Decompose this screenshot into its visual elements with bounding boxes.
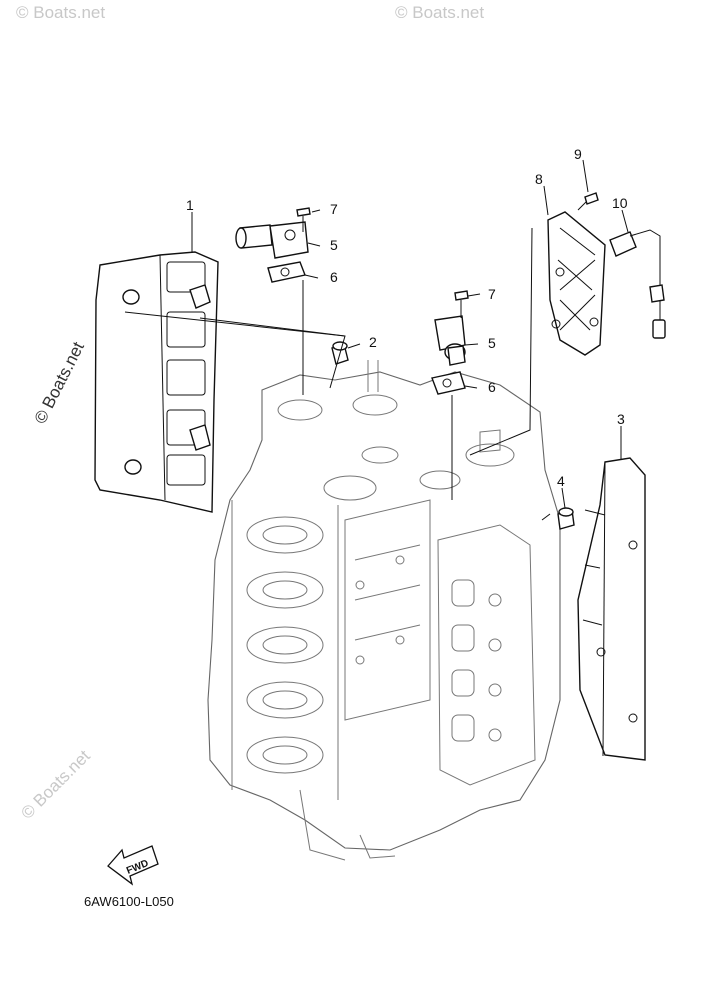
- part-1-cylinder-cover-left: [94, 251, 219, 513]
- callout-8: 8: [535, 171, 543, 187]
- fwd-arrow-icon: FWD: [107, 845, 159, 886]
- callout-5-lower: 5: [488, 335, 496, 351]
- watermark-main: © Boats.net: [31, 339, 88, 427]
- watermark-top-left: © Boats.net: [16, 3, 105, 22]
- callout-10: 10: [612, 195, 628, 211]
- callout-9: 9: [574, 146, 582, 162]
- callout-1: 1: [186, 197, 194, 213]
- part-7-bolt-upper: [296, 207, 311, 232]
- part-5-oil-control-valve-lower: [434, 315, 466, 366]
- part-6-gasket-lower: [431, 371, 466, 395]
- part-7-bolt-lower: [454, 290, 469, 318]
- part-3-cylinder-cover-right: [577, 457, 646, 761]
- part-9-bolt: [577, 192, 599, 211]
- cylinder-bank-right: [437, 524, 536, 786]
- part-4-grommet: [557, 507, 575, 530]
- callout-5-upper: 5: [330, 237, 338, 253]
- cylinder-bank-left: [231, 500, 339, 800]
- part-8-bracket: [547, 211, 606, 356]
- part-5-oil-control-valve-upper: [235, 221, 309, 259]
- callout-7-lower: 7: [488, 286, 496, 302]
- engine-top: [277, 360, 515, 501]
- callout-6-upper: 6: [330, 269, 338, 285]
- callout-2: 2: [369, 334, 377, 350]
- callout-6-lower: 6: [488, 379, 496, 395]
- engine-center: [344, 499, 431, 721]
- callout-4: 4: [557, 473, 565, 489]
- watermark-top-right: © Boats.net: [395, 3, 484, 22]
- callout-7-upper: 7: [330, 201, 338, 217]
- part-10-sensor: [609, 229, 666, 339]
- part-6-gasket-upper: [267, 261, 306, 283]
- leader-lines: [124, 159, 629, 521]
- callouts: 1 2 3 4 5 5 6 6 7 7 8 9 10: [186, 146, 628, 489]
- callout-3: 3: [617, 411, 625, 427]
- engine-block: [207, 360, 561, 861]
- diagram-code: 6AW6100-L050: [84, 894, 174, 909]
- watermark-bottom-left: © Boats.net: [17, 746, 94, 823]
